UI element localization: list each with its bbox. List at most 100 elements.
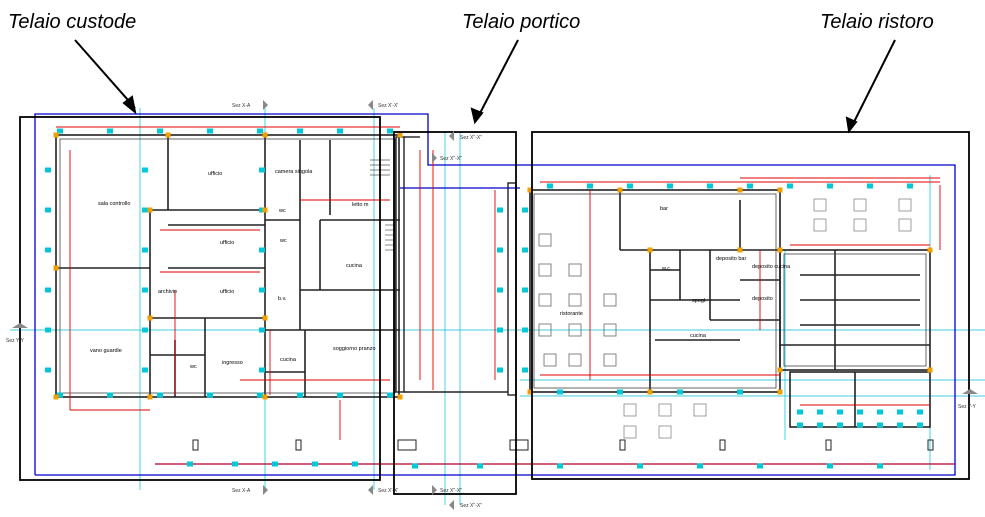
column [412, 463, 418, 469]
column [387, 128, 393, 134]
column [497, 327, 503, 333]
column [522, 327, 528, 333]
room-label: ristorante [560, 311, 583, 317]
column [817, 422, 823, 428]
column [259, 247, 265, 253]
column [142, 247, 148, 253]
column [827, 183, 833, 189]
column [497, 287, 503, 293]
column [627, 183, 633, 189]
column [747, 183, 753, 189]
section-label: Sez Y-Y [958, 404, 976, 410]
column [707, 183, 713, 189]
section-label: Sez Y-Y [6, 338, 24, 344]
room-label: letto m [352, 202, 369, 208]
grid-axes [10, 108, 985, 505]
foundation-pillars [192, 439, 934, 451]
column [837, 409, 843, 415]
column-markers [53, 132, 933, 400]
column [45, 367, 51, 373]
section-label: Sez X'-X' [378, 103, 398, 109]
column [497, 367, 503, 373]
column [837, 422, 843, 428]
room-label: vano guardie [90, 348, 122, 354]
column [352, 461, 358, 467]
outdoor-table [813, 218, 827, 232]
column [587, 183, 593, 189]
column [557, 389, 563, 395]
restaurant-table [538, 233, 552, 247]
restaurant-tables [538, 233, 617, 367]
column [272, 461, 278, 467]
section-label: Sez X'-X' [378, 488, 398, 494]
column [617, 389, 623, 395]
column [257, 128, 263, 134]
room-label: wc [189, 364, 197, 370]
column [45, 247, 51, 253]
column-marker [927, 247, 933, 253]
column [259, 167, 265, 173]
restaurant-table [568, 323, 582, 337]
callout-arrows [74, 39, 896, 134]
restaurant-table [538, 293, 552, 307]
column-marker [262, 207, 268, 213]
column [667, 183, 673, 189]
column [232, 461, 238, 467]
column [907, 183, 913, 189]
column-marker [262, 315, 268, 321]
column-marker [53, 265, 59, 271]
column [157, 392, 163, 398]
column-marker [647, 247, 653, 253]
column-marker [53, 132, 59, 138]
section-labels: Sez X-A Sez X'-X' Sez X''-X'' Sez X''-X'… [6, 103, 976, 509]
restaurant-table [543, 353, 557, 367]
column [142, 327, 148, 333]
room-label: cucina [690, 333, 707, 339]
column [877, 422, 883, 428]
outdoor-tables [623, 198, 912, 439]
column-marker [927, 367, 933, 373]
column [522, 287, 528, 293]
column [107, 392, 113, 398]
room-label: ingresso [222, 360, 243, 366]
column [877, 463, 883, 469]
column [142, 367, 148, 373]
outdoor-table [898, 218, 912, 232]
section-label: Sez X-A [232, 488, 251, 494]
column-marker [777, 247, 783, 253]
column [257, 392, 263, 398]
room-label: wc [279, 238, 287, 244]
portico-structure [395, 136, 517, 396]
column-marker [617, 187, 623, 193]
column [857, 409, 863, 415]
column [917, 409, 923, 415]
room-label: bar [660, 206, 668, 212]
column-marker [647, 389, 653, 395]
column [57, 128, 63, 134]
structural-columns [45, 128, 923, 469]
room-label: archivio [158, 289, 177, 295]
restaurant-table [538, 263, 552, 277]
outdoor-table [813, 198, 827, 212]
room-label: w.c. [661, 266, 672, 272]
column [897, 409, 903, 415]
outdoor-table [658, 425, 672, 439]
telaio-custode-frame [19, 116, 381, 481]
column [477, 463, 483, 469]
ristoro-walls-inner [533, 193, 927, 389]
column [557, 463, 563, 469]
column [312, 461, 318, 467]
column-marker [777, 389, 783, 395]
column [297, 392, 303, 398]
callout-telaio-portico: Telaio portico [462, 11, 581, 33]
column [522, 247, 528, 253]
column [547, 183, 553, 189]
column [57, 392, 63, 398]
section-label: Sez X''-X'' [440, 156, 462, 162]
callout-telaio-custode: Telaio custode [8, 11, 137, 33]
column-marker [737, 187, 743, 193]
column [677, 389, 683, 395]
column [497, 247, 503, 253]
